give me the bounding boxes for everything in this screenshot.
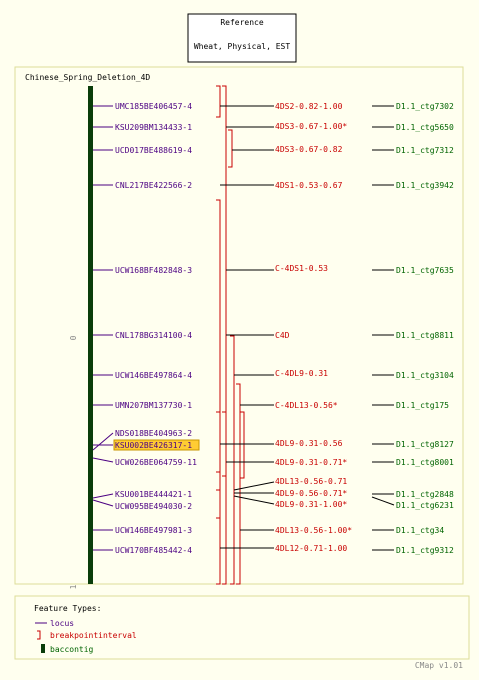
interval-label[interactable]: 4DL13-0.56-0.71 [275, 477, 347, 486]
legend-item-locus: locus [50, 619, 74, 628]
locus-label[interactable]: UMC185BE406457-4 [115, 102, 192, 111]
interval-label[interactable]: 4DL9-0.31-0.56 [275, 439, 343, 448]
locus-tick [92, 432, 114, 451]
contig-label[interactable]: D1.1_ctg7312 [396, 146, 454, 155]
contig-label[interactable]: D1.1_ctg2848 [396, 490, 454, 499]
interval-bracket[interactable] [216, 85, 221, 118]
contig-label[interactable]: D1.1_ctg8811 [396, 331, 454, 340]
locus-label[interactable]: UCW026BE064759-11 [115, 458, 197, 467]
interval-label[interactable]: C-4DL9-0.31 [275, 369, 328, 378]
interval-label[interactable]: 4DS2-0.82-1.00 [275, 102, 343, 111]
locus-label[interactable]: UCW146BE497864-4 [115, 371, 192, 380]
contig-label[interactable]: D1.1_ctg9312 [396, 546, 454, 555]
locus-label[interactable]: UCW146BE497981-3 [115, 526, 192, 535]
contig-label[interactable]: D1.1_ctg5650 [396, 123, 454, 132]
locus-label[interactable]: UCD017BE488619-4 [115, 146, 192, 155]
interval-label[interactable]: C4D [275, 331, 290, 340]
interval-bracket[interactable] [240, 411, 245, 479]
contig-label[interactable]: D1.1_ctg3104 [396, 371, 454, 380]
locus-label[interactable]: KSU001BE444421-1 [115, 490, 192, 499]
locus-tick [92, 499, 114, 507]
locus-label[interactable]: CNL217BE422566-2 [115, 181, 192, 190]
locus-highlight [113, 439, 200, 451]
legend-item-breakpointinterval: breakpointinterval [50, 631, 137, 640]
locus-connectors [92, 105, 114, 551]
interval-bracket[interactable] [216, 199, 221, 585]
interval-label[interactable]: 4DS3-0.67-1.00* [275, 122, 347, 131]
interval-label[interactable]: 4DL13-0.56-1.00* [275, 526, 352, 535]
locus-tick [92, 457, 114, 463]
interval-label[interactable]: C-4DS1-0.53 [275, 264, 328, 273]
contig-connectors [371, 105, 395, 551]
interval-label[interactable]: 4DS3-0.67-0.82 [275, 145, 343, 154]
chromosome-bar[interactable] [88, 86, 93, 584]
locus-label[interactable]: NDS018BE404963-2 [115, 429, 192, 438]
locus-label[interactable]: UMN207BM137730-1 [115, 401, 192, 410]
contig-label[interactable]: D1.1_ctg3942 [396, 181, 454, 190]
interval-label[interactable]: 4DL12-0.71-1.00 [275, 544, 347, 553]
contig-label[interactable]: D1.1_ctg7635 [396, 266, 454, 275]
locus-label[interactable]: UCW095BE494030-2 [115, 502, 192, 511]
contig-label[interactable]: D1.1_ctg7302 [396, 102, 454, 111]
contig-labels: D1.1_ctg7302 D1.1_ctg5650 D1.1_ctg7312 D… [396, 102, 454, 555]
bar-icon [41, 644, 45, 653]
locus-label-highlighted[interactable]: KSU002BE426317-1 [115, 441, 192, 450]
scale-label-top: 0 [69, 335, 78, 340]
legend-panel [14, 595, 470, 660]
contig-label[interactable]: D1.1_ctg175 [396, 401, 449, 410]
interval-bracket[interactable] [216, 489, 221, 519]
legend-item-baccontig: baccontig [50, 645, 94, 654]
reference-title: Reference [220, 18, 264, 27]
reference-box [187, 13, 297, 63]
interval-labels: 4DS2-0.82-1.00 4DS3-0.67-1.00* 4DS3-0.67… [275, 102, 352, 553]
interval-bracket[interactable] [236, 383, 241, 585]
interval-label[interactable]: 4DL9-0.31-1.00* [275, 500, 347, 509]
locus-tick [92, 493, 114, 499]
contig-label[interactable]: D1.1_ctg6231 [396, 501, 454, 510]
interval-bracket[interactable] [230, 335, 235, 585]
interval-link [233, 495, 275, 505]
locus-label[interactable]: KSU209BM134433-1 [115, 123, 192, 132]
interval-connectors [220, 105, 275, 549]
locus-labels: UMC185BE406457-4 KSU209BM134433-1 UCD017… [115, 102, 197, 555]
locus-label[interactable]: UCW170BF485442-4 [115, 546, 192, 555]
locus-label[interactable]: UCW168BF482848-3 [115, 266, 192, 275]
interval-label[interactable]: C-4DL13-0.56* [275, 401, 338, 410]
bracket-icon [37, 630, 41, 640]
interval-link [233, 481, 275, 491]
contig-link [371, 496, 395, 506]
interval-bracket[interactable] [216, 411, 221, 473]
interval-bracket[interactable] [228, 129, 233, 168]
locus-label[interactable]: CNL178BG314100-4 [115, 331, 192, 340]
interval-bracket[interactable] [222, 85, 227, 585]
contig-label[interactable]: D1.1_ctg8127 [396, 440, 454, 449]
map-name[interactable]: Chinese_Spring_Deletion_4D [25, 73, 150, 82]
legend-title: Feature Types: [34, 604, 101, 613]
interval-label[interactable]: 4DL9-0.31-0.71* [275, 458, 347, 467]
contig-label[interactable]: D1.1_ctg34 [396, 526, 444, 535]
version-label: CMap v1.01 [415, 661, 463, 670]
interval-label[interactable]: 4DL9-0.56-0.71* [275, 489, 347, 498]
contig-label[interactable]: D1.1_ctg8001 [396, 458, 454, 467]
interval-label[interactable]: 4DS1-0.53-0.67 [275, 181, 343, 190]
reference-subtitle: Wheat, Physical, EST [194, 42, 291, 51]
scale-label-bottom: 1 [69, 584, 78, 589]
